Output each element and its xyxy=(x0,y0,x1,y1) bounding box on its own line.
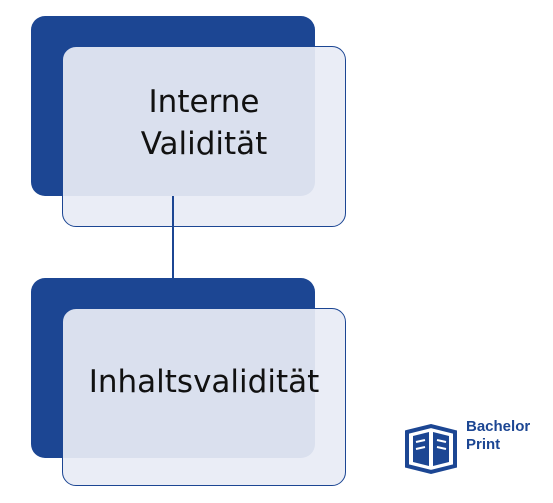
logo-line-2: Print xyxy=(466,436,501,453)
node-interne-validitaet-label: Interne Validität xyxy=(140,83,268,162)
node-interne-validitaet: Interne Validität xyxy=(62,46,346,227)
bachelorprint-logo: Bachelor Print xyxy=(403,418,543,480)
node-inhaltsvaliditaet-label: Inhaltsvalidität xyxy=(88,364,320,401)
node-inhaltsvaliditaet: Inhaltsvalidität xyxy=(62,308,346,486)
logo-wordmark: Bachelor Print xyxy=(466,418,530,454)
book-icon xyxy=(405,423,457,475)
connector-line xyxy=(172,196,174,278)
logo-line-1: Bachelor xyxy=(466,418,531,435)
